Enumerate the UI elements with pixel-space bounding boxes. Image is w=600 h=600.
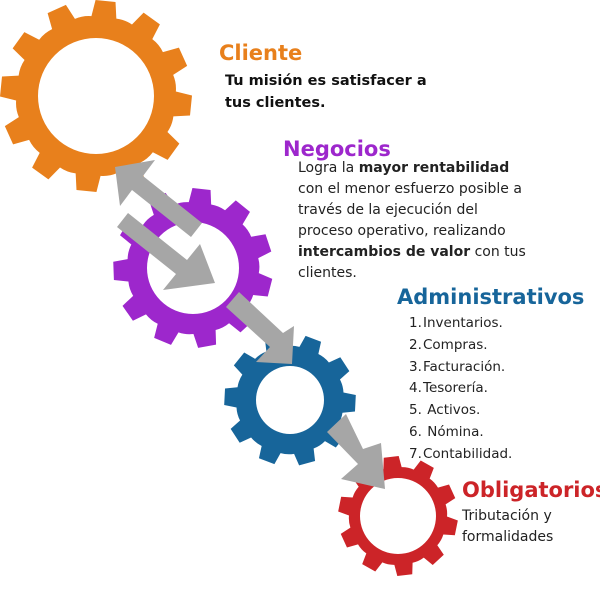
administrativos-item-number: 6. — [409, 423, 422, 440]
gear-icon — [0, 0, 192, 192]
administrativos-item-label: Contabilidad. — [423, 445, 513, 462]
administrativos-item: 5. Activos. — [409, 400, 512, 422]
administrativos-item-label: Activos. — [423, 402, 481, 419]
negocios-line: Logra la mayor rentabilidad — [298, 158, 598, 179]
administrativos-item-label: Nómina. — [423, 423, 484, 440]
administrativos-item-label: Facturación. — [423, 358, 506, 375]
negocios-description: Logra la mayor rentabilidad con el menor… — [298, 158, 598, 284]
administrativos-item: 6. Nómina. — [409, 422, 512, 444]
cliente-description: Tu misión es satisfacer a tus clientes. — [225, 70, 427, 114]
administrativos-item-label: Inventarios. — [423, 315, 503, 331]
gear-icon — [338, 456, 458, 576]
negocios-text: con tus — [470, 244, 526, 260]
obligatorios-line: formalidades — [462, 529, 554, 545]
negocios-line: proceso operativo, realizando — [298, 223, 506, 239]
double-arrow-icon — [117, 213, 215, 290]
administrativos-item-number: 5. — [409, 402, 422, 419]
administrativos-item-label: Compras. — [423, 336, 488, 353]
negocios-line: clientes. — [298, 265, 357, 281]
arrow-down-right-icon — [327, 414, 385, 489]
negocios-text: Logra la — [298, 160, 359, 176]
administrativos-item: 7.Contabilidad. — [409, 444, 512, 466]
obligatorios-description: Tributación y formalidades — [462, 506, 553, 548]
administrativos-item: 4.Tesorería. — [409, 378, 512, 400]
obligatorios-line: Tributación y — [462, 508, 552, 524]
administrativos-item-number: 3. — [409, 358, 422, 375]
negocios-line: con el menor esfuerzo posible a — [298, 181, 522, 197]
administrativos-item-label: Tesorería. — [423, 380, 488, 397]
negocios-highlight: intercambios de valor — [298, 244, 471, 260]
administrativos-title: Administrativos — [397, 285, 585, 309]
administrativos-item-number: 7. — [409, 445, 422, 462]
administrativos-list: 1.Inventarios.2.Compras.3.Facturación.4.… — [409, 313, 512, 466]
negocios-line: través de la ejecución del — [298, 202, 478, 218]
administrativos-item-number: 2. — [409, 336, 422, 353]
negocios-line: intercambios de valor con tus — [298, 242, 598, 263]
cliente-description-line: Tu misión es satisfacer a — [225, 73, 427, 89]
cliente-description-line: tus clientes. — [225, 95, 326, 111]
gear-icon — [224, 334, 356, 466]
administrativos-item-number: 4. — [409, 380, 422, 397]
cliente-title: Cliente — [219, 41, 303, 65]
negocios-title: Negocios — [283, 137, 391, 161]
administrativos-item: 1.Inventarios. — [409, 313, 512, 335]
administrativos-item: 3.Facturación. — [409, 357, 512, 379]
double-arrow-icon — [115, 160, 202, 237]
administrativos-item: 2.Compras. — [409, 335, 512, 357]
arrow-down-right-icon — [226, 292, 294, 364]
negocios-highlight: mayor rentabilidad — [358, 160, 510, 176]
arrows-layer — [115, 160, 385, 489]
administrativos-item-number: 1. — [409, 315, 422, 331]
obligatorios-title: Obligatorios — [462, 478, 600, 502]
